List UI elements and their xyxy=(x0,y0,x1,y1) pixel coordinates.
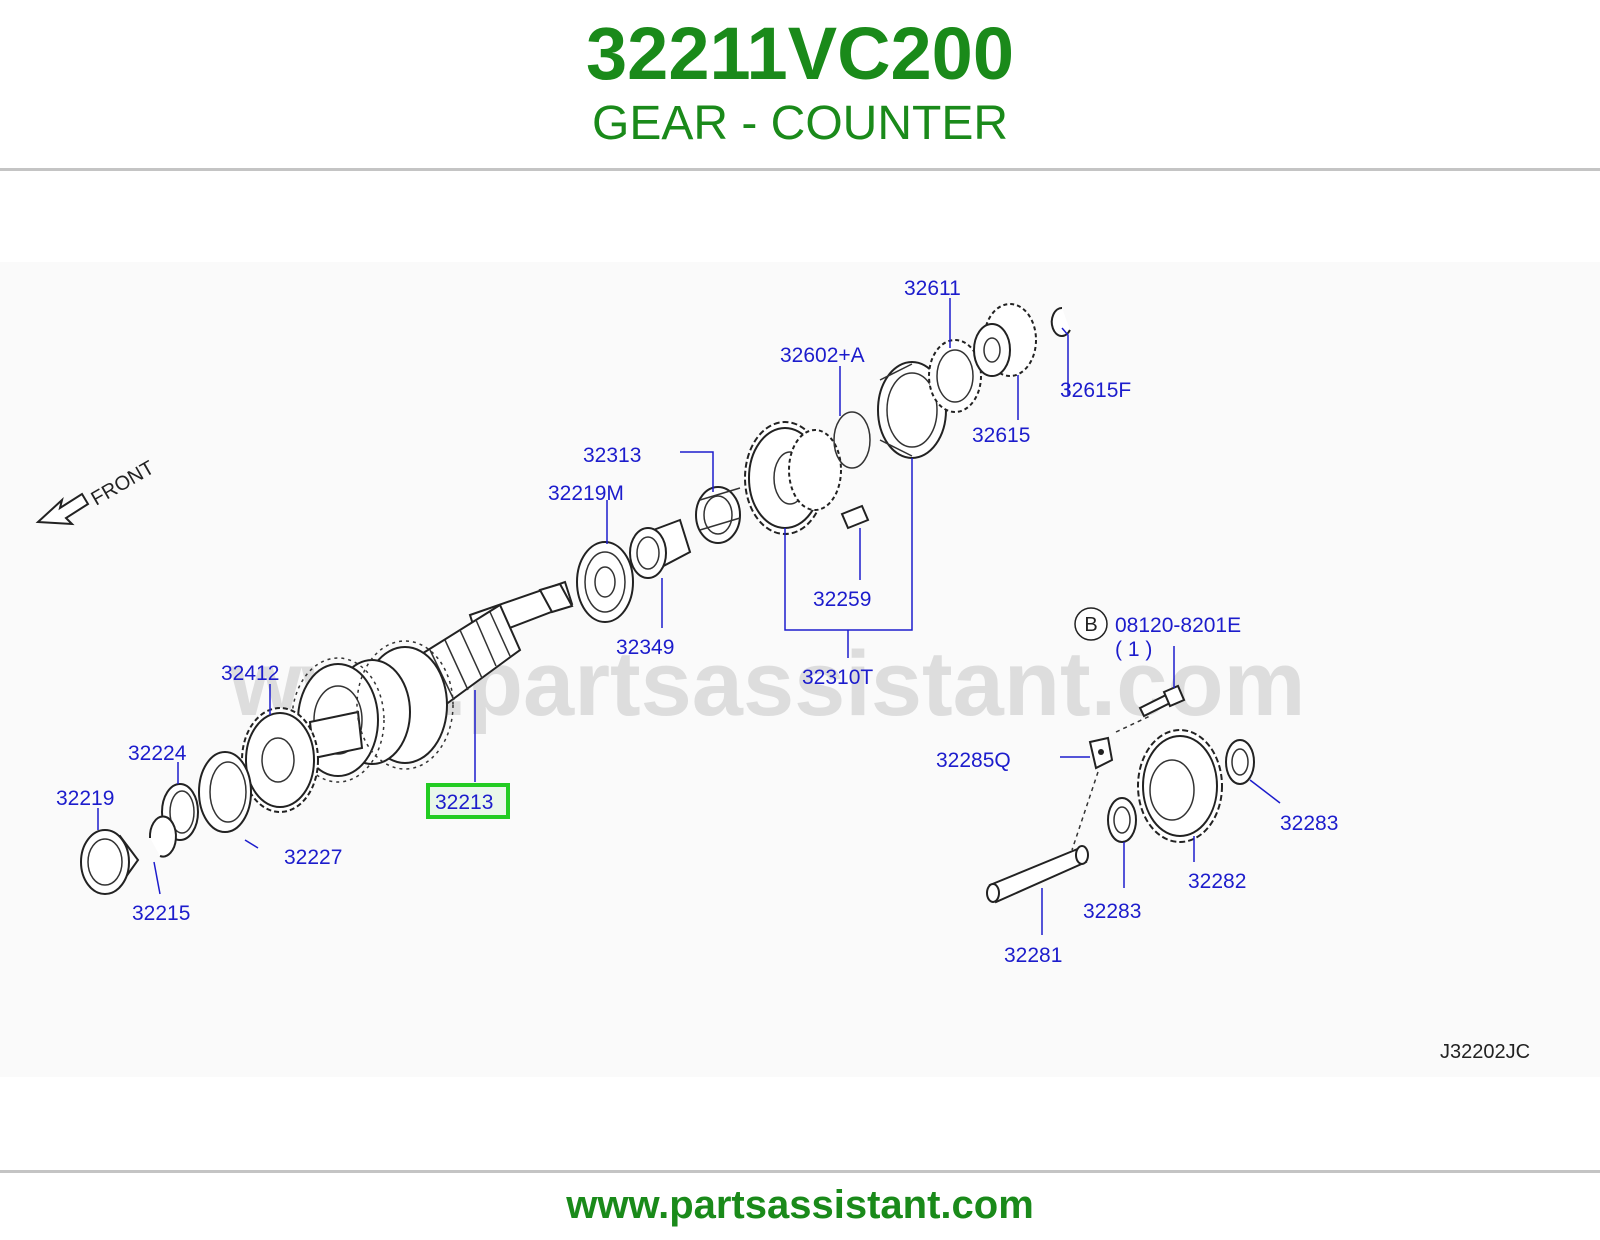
diagram-background xyxy=(0,262,1600,1077)
snap-ring-32615f-drawing xyxy=(1050,306,1071,337)
page-header: 32211VC200 GEAR - COUNTER xyxy=(0,0,1600,170)
callout-32259[interactable]: 32259 xyxy=(813,588,871,611)
snap-ring-32215-drawing xyxy=(148,815,177,858)
callout-32224[interactable]: 32224 xyxy=(128,742,187,765)
bearing-32219-drawing xyxy=(80,829,140,895)
bolt-marker-badge: B xyxy=(1074,607,1108,641)
callout-32615[interactable]: 32615 xyxy=(972,424,1030,447)
highlighted-part-box[interactable] xyxy=(426,783,510,819)
header-divider xyxy=(0,168,1600,171)
bolt-quantity: ( 1 ) xyxy=(1115,638,1152,661)
leader-lines xyxy=(97,298,1281,935)
footer-divider xyxy=(0,1170,1600,1173)
collar-32349-drawing xyxy=(629,518,692,579)
bearing-32219m-drawing xyxy=(576,541,634,623)
callout-32283-bottom[interactable]: 32283 xyxy=(1083,900,1141,923)
needle-bearing-32283-lower-drawing xyxy=(1107,797,1137,843)
front-label: FRONT xyxy=(88,457,159,510)
callout-32283-right[interactable]: 32283 xyxy=(1280,812,1338,835)
callout-32219[interactable]: 32219 xyxy=(56,787,114,810)
callout-32349[interactable]: 32349 xyxy=(616,636,674,659)
callout-32285q[interactable]: 32285Q xyxy=(936,749,1011,772)
callout-32213[interactable]: 32213 xyxy=(435,791,493,814)
callout-32215[interactable]: 32215 xyxy=(132,902,190,925)
diagram-code: J32202JC xyxy=(1440,1041,1530,1063)
front-arrow-icon xyxy=(35,492,90,526)
callout-32615f[interactable]: 32615F xyxy=(1060,379,1131,402)
counter-shaft-drawing xyxy=(291,580,574,783)
part-number-title: 32211VC200 xyxy=(586,12,1014,95)
washer-32227-drawing xyxy=(198,751,252,833)
bolt-marker-letter: B xyxy=(1084,614,1097,636)
callout-32313[interactable]: 32313 xyxy=(583,444,641,467)
part-name-subtitle: GEAR - COUNTER xyxy=(591,97,1008,150)
bracket-32285q-drawing xyxy=(1071,715,1151,851)
callout-32602a[interactable]: 32602+A xyxy=(780,344,865,367)
callout-32227[interactable]: 32227 xyxy=(284,846,342,869)
callout-32310t[interactable]: 32310T xyxy=(802,666,873,689)
gear-32412-drawing xyxy=(241,707,319,813)
callout-32412[interactable]: 32412 xyxy=(221,662,279,685)
footer-website-link[interactable]: www.partsassistant.com xyxy=(566,1183,1034,1227)
insert-32259-drawing xyxy=(840,504,870,530)
callout-32282[interactable]: 32282 xyxy=(1188,870,1246,893)
callout-labels: 32611 32602+A 32615F 32615 32313 32219M … xyxy=(56,277,1338,967)
baulk-ring-32611-drawing xyxy=(928,339,982,413)
shaft-32281-drawing xyxy=(986,845,1089,904)
gear-32310t-drawing xyxy=(744,421,842,535)
callout-08120-8201e[interactable]: 08120-8201E xyxy=(1115,614,1241,637)
callout-32219m[interactable]: 32219M xyxy=(548,482,624,505)
callout-32281[interactable]: 32281 xyxy=(1004,944,1062,967)
needle-bearing-32283-upper-drawing xyxy=(1225,739,1255,785)
gear-32615-drawing xyxy=(973,303,1037,377)
needle-bearing-32313-drawing xyxy=(695,486,741,544)
callout-32611[interactable]: 32611 xyxy=(904,277,961,300)
bolt-08120-drawing xyxy=(1138,684,1186,718)
ring-32602a-drawing xyxy=(833,411,871,469)
idler-gear-32282-drawing xyxy=(1137,729,1223,843)
